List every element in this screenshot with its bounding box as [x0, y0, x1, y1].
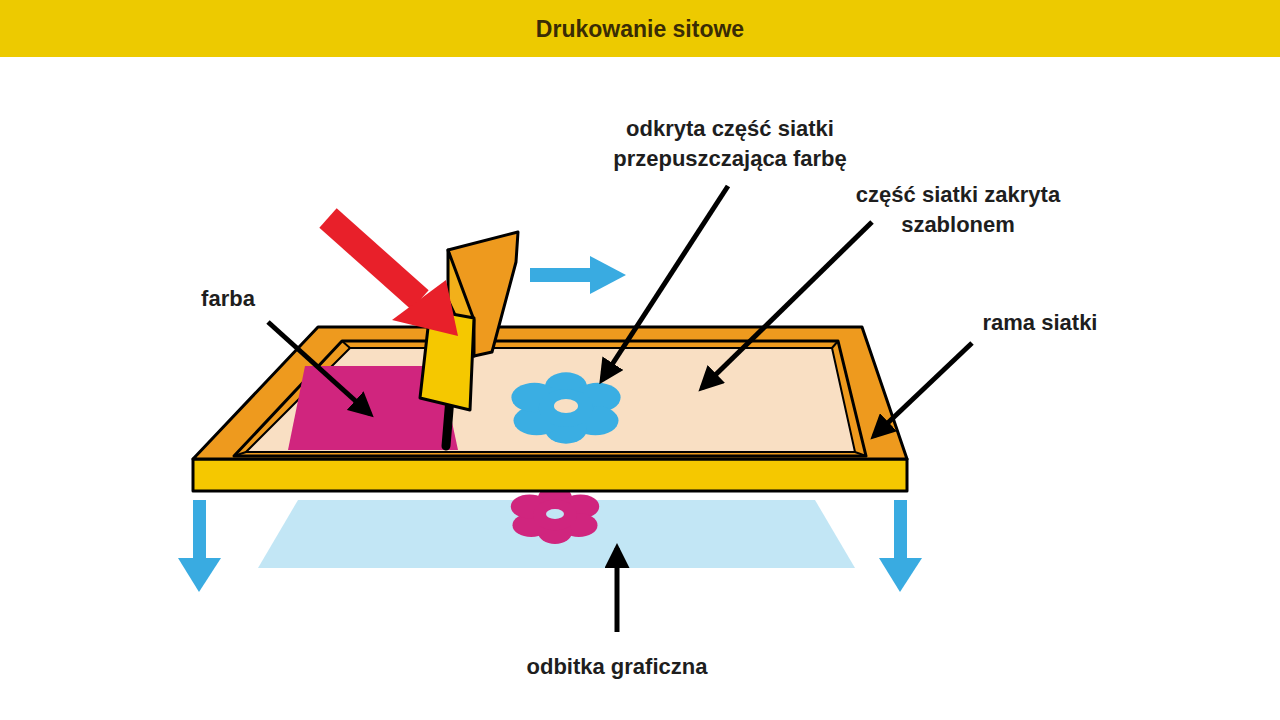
movement-arrow	[530, 256, 626, 294]
squeegee	[420, 232, 518, 446]
pressure-arrow	[328, 218, 458, 336]
open-mesh-label: odkryta część siatki przepuszczająca far…	[580, 114, 880, 174]
leader-arrows	[268, 186, 972, 632]
stencil-label: część siatki zakryta szablonem	[828, 180, 1088, 240]
printed-flower	[511, 486, 599, 544]
title: Drukowanie sitowe	[340, 14, 940, 44]
frame-label: rama siatki	[940, 308, 1140, 338]
down-arrows	[178, 500, 922, 592]
print-label: odbitka graficzna	[467, 652, 767, 682]
stencil-opening	[511, 372, 620, 443]
ink-label: farba	[168, 284, 288, 314]
